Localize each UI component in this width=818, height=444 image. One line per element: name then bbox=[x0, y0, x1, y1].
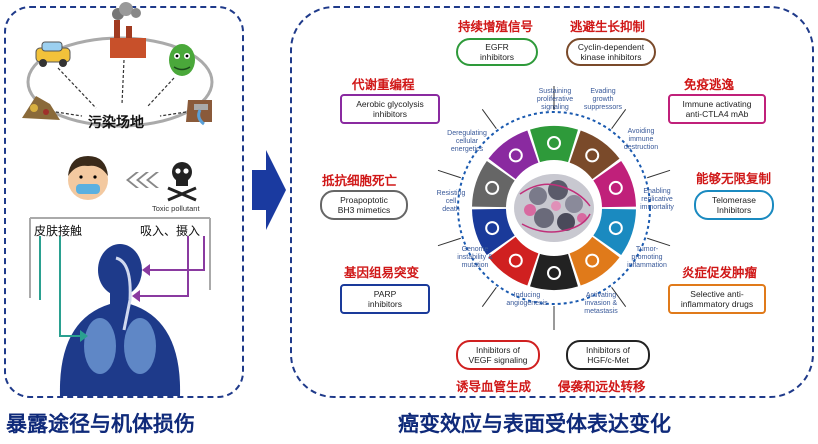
wheel-segment bbox=[488, 130, 539, 180]
left-caption: 暴露途径与机体损伤 bbox=[6, 412, 195, 436]
toxic-pollutant-label: Toxic pollutant bbox=[152, 204, 200, 213]
hallmark-emblem-icon bbox=[485, 180, 500, 195]
hallmark-emblem-icon bbox=[585, 253, 600, 268]
wheel-segment bbox=[472, 160, 515, 208]
hallmark-emblem-icon bbox=[547, 136, 561, 150]
drug-box-anti-inflammatory: Selective anti-inflammatory drugs bbox=[668, 284, 766, 314]
hallmark-emblem-icon bbox=[585, 148, 600, 163]
connector-line bbox=[481, 286, 497, 307]
child-face-icon bbox=[68, 156, 108, 200]
skin-contact-route-label: 皮肤接触 bbox=[34, 224, 83, 238]
hallmark-emblem-icon bbox=[508, 253, 523, 268]
hallmark-emblem-icon bbox=[485, 221, 500, 236]
connector-line bbox=[647, 237, 671, 247]
heading-evading-growth-suppressors: 逃避生长抑制 bbox=[570, 19, 646, 34]
wheel-segment bbox=[488, 236, 539, 286]
chevron-left-icon bbox=[126, 172, 159, 188]
heading-resisting-cell-death: 抵抗细胞死亡 bbox=[322, 173, 398, 188]
wheel-segment bbox=[472, 208, 515, 256]
trash-pile-icon bbox=[22, 96, 60, 120]
heading-metabolic-reprogramming: 代谢重编程 bbox=[352, 77, 415, 92]
connector-line bbox=[437, 169, 461, 179]
tumor-cells-icon bbox=[514, 174, 594, 242]
connector-line bbox=[611, 109, 627, 130]
wheel-segment bbox=[593, 160, 636, 208]
hallmark-emblem-icon bbox=[608, 221, 623, 236]
human-body-icon bbox=[59, 244, 181, 396]
connector-line bbox=[611, 286, 627, 307]
hallmark-emblem-icon bbox=[608, 180, 623, 195]
factory-icon bbox=[110, 2, 146, 58]
heading-proliferative-signaling: 持续增殖信号 bbox=[458, 19, 534, 34]
car-icon bbox=[35, 41, 71, 67]
connector-line bbox=[647, 169, 671, 179]
discharge-pipe-icon bbox=[186, 100, 212, 126]
hallmark-emblem-icon bbox=[508, 148, 523, 163]
heading-angiogenesis: 诱导血管生成 bbox=[456, 379, 532, 394]
wheel-segment bbox=[593, 208, 636, 256]
wheel-segment bbox=[530, 253, 578, 290]
skull-icon bbox=[167, 162, 197, 202]
hallmarks-panel bbox=[290, 6, 814, 398]
heading-genome-instability: 基因组易突变 bbox=[344, 265, 420, 280]
connector-line bbox=[437, 237, 461, 247]
right-caption: 癌变效应与表面受体表达变化 bbox=[398, 412, 671, 436]
heading-tumor-inflammation: 炎症促发肿瘤 bbox=[682, 265, 758, 280]
heading-invasion-metastasis: 侵袭和远处转移 bbox=[558, 379, 646, 394]
pollution-site-label: 污染场地 bbox=[88, 115, 144, 131]
connector-line bbox=[481, 109, 497, 130]
hallmark-emblem-icon bbox=[547, 266, 561, 280]
inhalation-ingestion-route-label: 吸入、摄入 bbox=[140, 224, 201, 238]
heading-immune-evasion: 免疫逃逸 bbox=[684, 77, 735, 92]
wheel-segment bbox=[569, 130, 620, 180]
wheel-segment bbox=[569, 236, 620, 286]
pollutant-creature-icon bbox=[169, 44, 195, 76]
heading-replicative-immortality: 能够无限复制 bbox=[696, 171, 772, 186]
wheel-segment bbox=[530, 125, 578, 163]
